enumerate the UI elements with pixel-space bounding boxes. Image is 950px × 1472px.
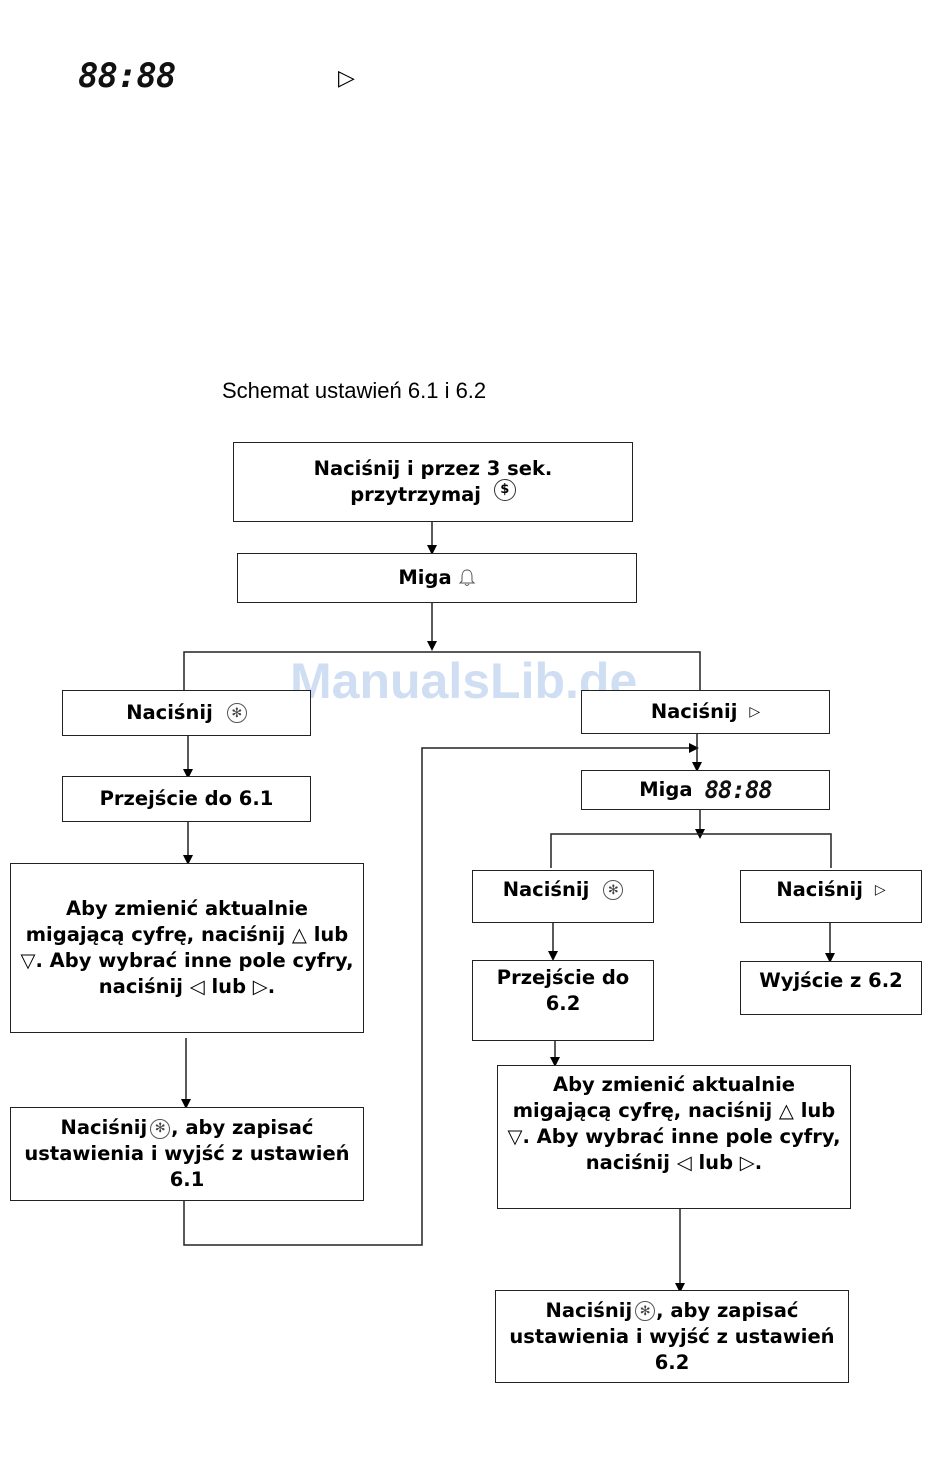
- lcd-digits-display: 88:88: [78, 56, 176, 96]
- snowflake-icon: ✻: [226, 703, 247, 723]
- play-arrow-icon: ▷: [338, 66, 355, 91]
- node-save-62-pre: Naciśnij: [545, 1298, 633, 1322]
- split-line-62: [550, 833, 832, 868]
- snowflake-icon: ✻: [150, 1118, 171, 1139]
- node-change-61: Aby zmienić aktualnie migającą cyfrę, na…: [10, 863, 364, 1033]
- play-arrow-icon: ▷: [749, 704, 761, 720]
- node-press-hold: Naciśnij i przez 3 sek. przytrzymaj $: [233, 442, 633, 522]
- node-save-61-pre: Naciśnij: [60, 1116, 148, 1139]
- node-goto-62: Przejście do 6.2: [472, 960, 654, 1041]
- node-press-snow-left-label: Naciśnij: [126, 701, 213, 724]
- lcd-digits-display: 88:88: [704, 776, 772, 804]
- node-change-61-text: Aby zmienić aktualnie migającą cyfrę, na…: [20, 897, 354, 998]
- node-blink-bell-label: Miga: [398, 566, 452, 589]
- node-blink-digits-label: Miga: [639, 778, 693, 801]
- play-arrow-icon: ▷: [874, 882, 886, 898]
- node-press-snow-62-label: Naciśnij: [502, 878, 590, 901]
- node-goto-62-label: Przejście do 6.2: [496, 966, 630, 1015]
- node-save-62: Naciśnij✻, aby zapisać ustawienia i wyjś…: [495, 1290, 849, 1383]
- node-press-arrow-62-label: Naciśnij: [776, 878, 863, 901]
- loop-save61-to-62: [183, 743, 699, 1246]
- dollar-button-icon: $: [493, 478, 516, 501]
- node-press-hold-line2: przytrzymaj: [350, 483, 481, 506]
- node-goto-61: Przejście do 6.1: [62, 776, 311, 822]
- node-press-hold-line1: Naciśnij i przez 3 sek.: [313, 457, 553, 480]
- snowflake-icon: ✻: [603, 880, 624, 900]
- node-change-62: Aby zmienić aktualnie migającą cyfrę, na…: [497, 1065, 851, 1209]
- node-change-62-text: Aby zmienić aktualnie migającą cyfrę, na…: [507, 1073, 841, 1174]
- node-save-61: Naciśnij✻, aby zapisać ustawienia i wyjś…: [10, 1107, 364, 1201]
- node-press-arrow-right: Naciśnij ▷: [581, 690, 830, 734]
- node-exit-62-label: Wyjście z 6.2: [759, 969, 903, 992]
- node-blink-digits: Miga 88:88: [581, 770, 830, 810]
- diagram-title: Schemat ustawień 6.1 i 6.2: [222, 378, 487, 403]
- node-press-arrow-62: Naciśnij ▷: [740, 870, 922, 923]
- snowflake-icon: ✻: [635, 1301, 656, 1321]
- node-goto-61-label: Przejście do 6.1: [99, 787, 274, 810]
- node-exit-62: Wyjście z 6.2: [740, 961, 922, 1015]
- node-press-snow-62: Naciśnij ✻: [472, 870, 654, 923]
- node-press-snow-left: Naciśnij ✻: [62, 690, 311, 736]
- watermark: ManualsLib.de: [290, 653, 638, 709]
- split-line-top: [183, 651, 701, 690]
- node-save-62-post: , aby zapisać ustawienia i wyjść z ustaw…: [509, 1298, 835, 1374]
- node-press-arrow-right-label: Naciśnij: [650, 700, 738, 723]
- bell-icon: [458, 568, 476, 588]
- node-save-61-post: , aby zapisać ustawienia i wyjść z ustaw…: [24, 1116, 350, 1191]
- node-blink-bell: Miga: [237, 553, 637, 603]
